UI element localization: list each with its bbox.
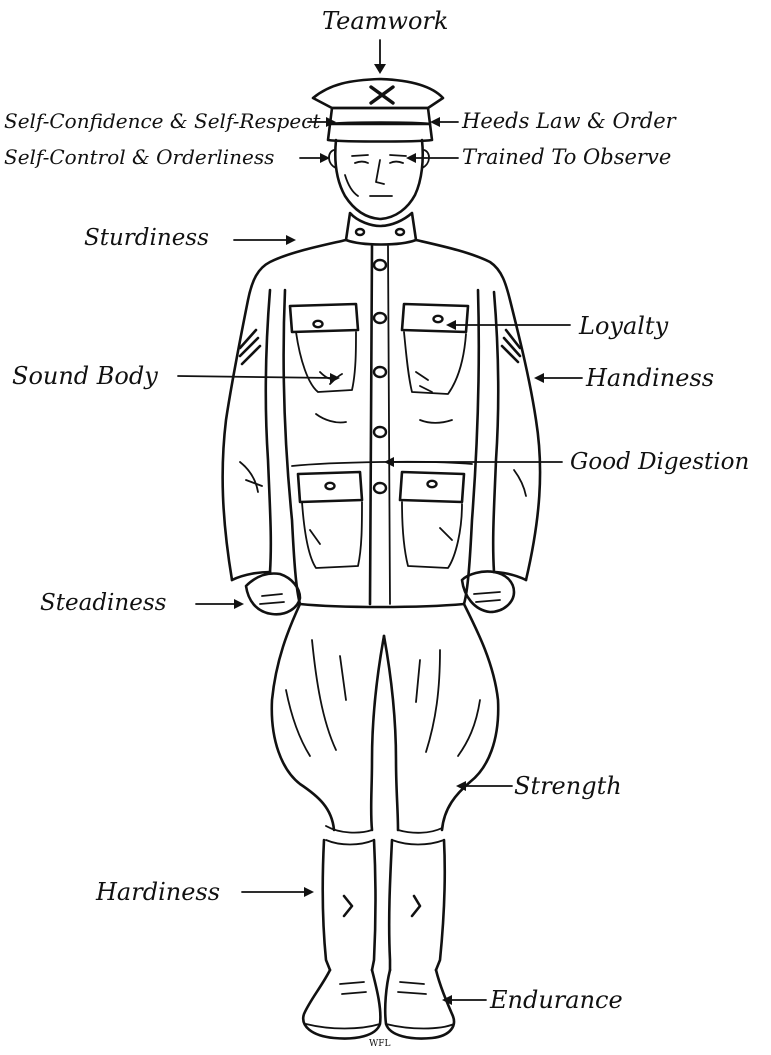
label-endurance: Endurance [490, 988, 623, 1012]
breeches [272, 604, 498, 833]
label-handiness: Handiness [586, 366, 714, 390]
label-heeds-law: Heeds Law & Order [462, 111, 676, 132]
label-hardiness: Hardiness [96, 880, 220, 904]
label-teamwork: Teamwork [322, 9, 448, 33]
label-self-confidence: Self-Confidence & Self-Respect [4, 111, 320, 131]
artist-signature: WFL [369, 1040, 390, 1049]
pointer-arrows [178, 40, 582, 1005]
label-steadiness: Steadiness [40, 592, 166, 615]
label-strength: Strength [514, 774, 622, 798]
label-self-control: Self-Control & Orderliness [4, 147, 274, 167]
head [329, 140, 429, 219]
label-sound-body: Sound Body [12, 364, 158, 388]
tunic [223, 240, 540, 607]
label-loyalty: Loyalty [579, 314, 668, 338]
shoes [303, 970, 454, 1038]
label-sturdiness: Sturdiness [84, 227, 209, 250]
campaign-cap [313, 79, 443, 142]
leggings [323, 840, 445, 970]
label-good-digestion: Good Digestion [570, 451, 749, 474]
label-trained-to-observe: Trained To Observe [462, 147, 671, 168]
